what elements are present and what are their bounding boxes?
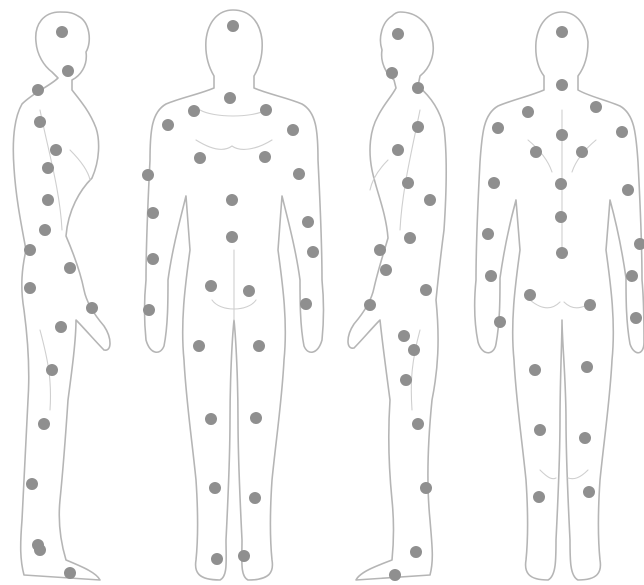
marker-dot bbox=[392, 28, 404, 40]
marker-dot bbox=[46, 364, 58, 376]
marker-dot bbox=[249, 492, 261, 504]
marker-dot bbox=[205, 413, 217, 425]
marker-dot bbox=[534, 424, 546, 436]
marker-dot bbox=[56, 26, 68, 38]
marker-dot bbox=[162, 119, 174, 131]
marker-dot bbox=[386, 67, 398, 79]
marker-dot bbox=[626, 270, 638, 282]
marker-dot bbox=[253, 340, 265, 352]
marker-layer bbox=[24, 20, 644, 581]
marker-dot bbox=[26, 478, 38, 490]
marker-dot bbox=[420, 284, 432, 296]
marker-dot bbox=[250, 412, 262, 424]
marker-dot bbox=[143, 304, 155, 316]
marker-dot bbox=[412, 418, 424, 430]
marker-dot bbox=[287, 124, 299, 136]
marker-dot bbox=[259, 151, 271, 163]
marker-dot bbox=[39, 224, 51, 236]
marker-dot bbox=[307, 246, 319, 258]
marker-dot bbox=[590, 101, 602, 113]
marker-dot bbox=[524, 289, 536, 301]
marker-dot bbox=[392, 144, 404, 156]
marker-dot bbox=[410, 546, 422, 558]
marker-dot bbox=[34, 116, 46, 128]
marker-dot bbox=[404, 232, 416, 244]
marker-dot bbox=[193, 340, 205, 352]
marker-dot bbox=[42, 194, 54, 206]
marker-dot bbox=[260, 104, 272, 116]
marker-dot bbox=[398, 330, 410, 342]
marker-dot bbox=[226, 231, 238, 243]
marker-dot bbox=[42, 162, 54, 174]
marker-dot bbox=[188, 105, 200, 117]
marker-dot bbox=[420, 482, 432, 494]
marker-dot bbox=[194, 152, 206, 164]
marker-dot bbox=[488, 177, 500, 189]
marker-dot bbox=[402, 177, 414, 189]
marker-dot bbox=[147, 207, 159, 219]
marker-dot bbox=[424, 194, 436, 206]
marker-dot bbox=[238, 550, 250, 562]
marker-dot bbox=[485, 270, 497, 282]
marker-dot bbox=[374, 244, 386, 256]
marker-dot bbox=[555, 178, 567, 190]
marker-dot bbox=[50, 144, 62, 156]
figure-back bbox=[475, 12, 644, 580]
marker-dot bbox=[400, 374, 412, 386]
marker-dot bbox=[556, 247, 568, 259]
marker-dot bbox=[302, 216, 314, 228]
marker-dot bbox=[581, 361, 593, 373]
marker-dot bbox=[205, 280, 217, 292]
marker-dot bbox=[529, 364, 541, 376]
marker-dot bbox=[556, 129, 568, 141]
marker-dot bbox=[494, 316, 506, 328]
marker-dot bbox=[142, 169, 154, 181]
marker-dot bbox=[530, 146, 542, 158]
marker-dot bbox=[55, 321, 67, 333]
marker-dot bbox=[584, 299, 596, 311]
marker-dot bbox=[227, 20, 239, 32]
marker-dot bbox=[86, 302, 98, 314]
marker-dot bbox=[64, 567, 76, 579]
marker-dot bbox=[32, 539, 44, 551]
marker-dot bbox=[583, 486, 595, 498]
marker-dot bbox=[616, 126, 628, 138]
marker-dot bbox=[622, 184, 634, 196]
marker-dot bbox=[62, 65, 74, 77]
marker-dot bbox=[412, 82, 424, 94]
marker-dot bbox=[211, 553, 223, 565]
marker-dot bbox=[412, 121, 424, 133]
marker-dot bbox=[24, 282, 36, 294]
marker-dot bbox=[408, 344, 420, 356]
marker-dot bbox=[630, 312, 642, 324]
figure-side-left bbox=[13, 12, 110, 580]
marker-dot bbox=[32, 84, 44, 96]
marker-dot bbox=[147, 253, 159, 265]
marker-dot bbox=[482, 228, 494, 240]
marker-dot bbox=[579, 432, 591, 444]
marker-dot bbox=[64, 262, 76, 274]
marker-dot bbox=[522, 106, 534, 118]
marker-dot bbox=[533, 491, 545, 503]
marker-dot bbox=[293, 168, 305, 180]
marker-dot bbox=[380, 264, 392, 276]
marker-dot bbox=[24, 244, 36, 256]
figure-side-right bbox=[348, 12, 446, 580]
marker-dot bbox=[38, 418, 50, 430]
marker-dot bbox=[389, 569, 401, 581]
marker-dot bbox=[243, 285, 255, 297]
marker-dot bbox=[556, 79, 568, 91]
marker-dot bbox=[576, 146, 588, 158]
marker-dot bbox=[209, 482, 221, 494]
marker-dot bbox=[555, 211, 567, 223]
marker-dot bbox=[492, 122, 504, 134]
marker-dot bbox=[224, 92, 236, 104]
marker-dot bbox=[226, 194, 238, 206]
marker-dot bbox=[556, 26, 568, 38]
marker-dot bbox=[634, 238, 644, 250]
marker-dot bbox=[300, 298, 312, 310]
marker-dot bbox=[364, 299, 376, 311]
